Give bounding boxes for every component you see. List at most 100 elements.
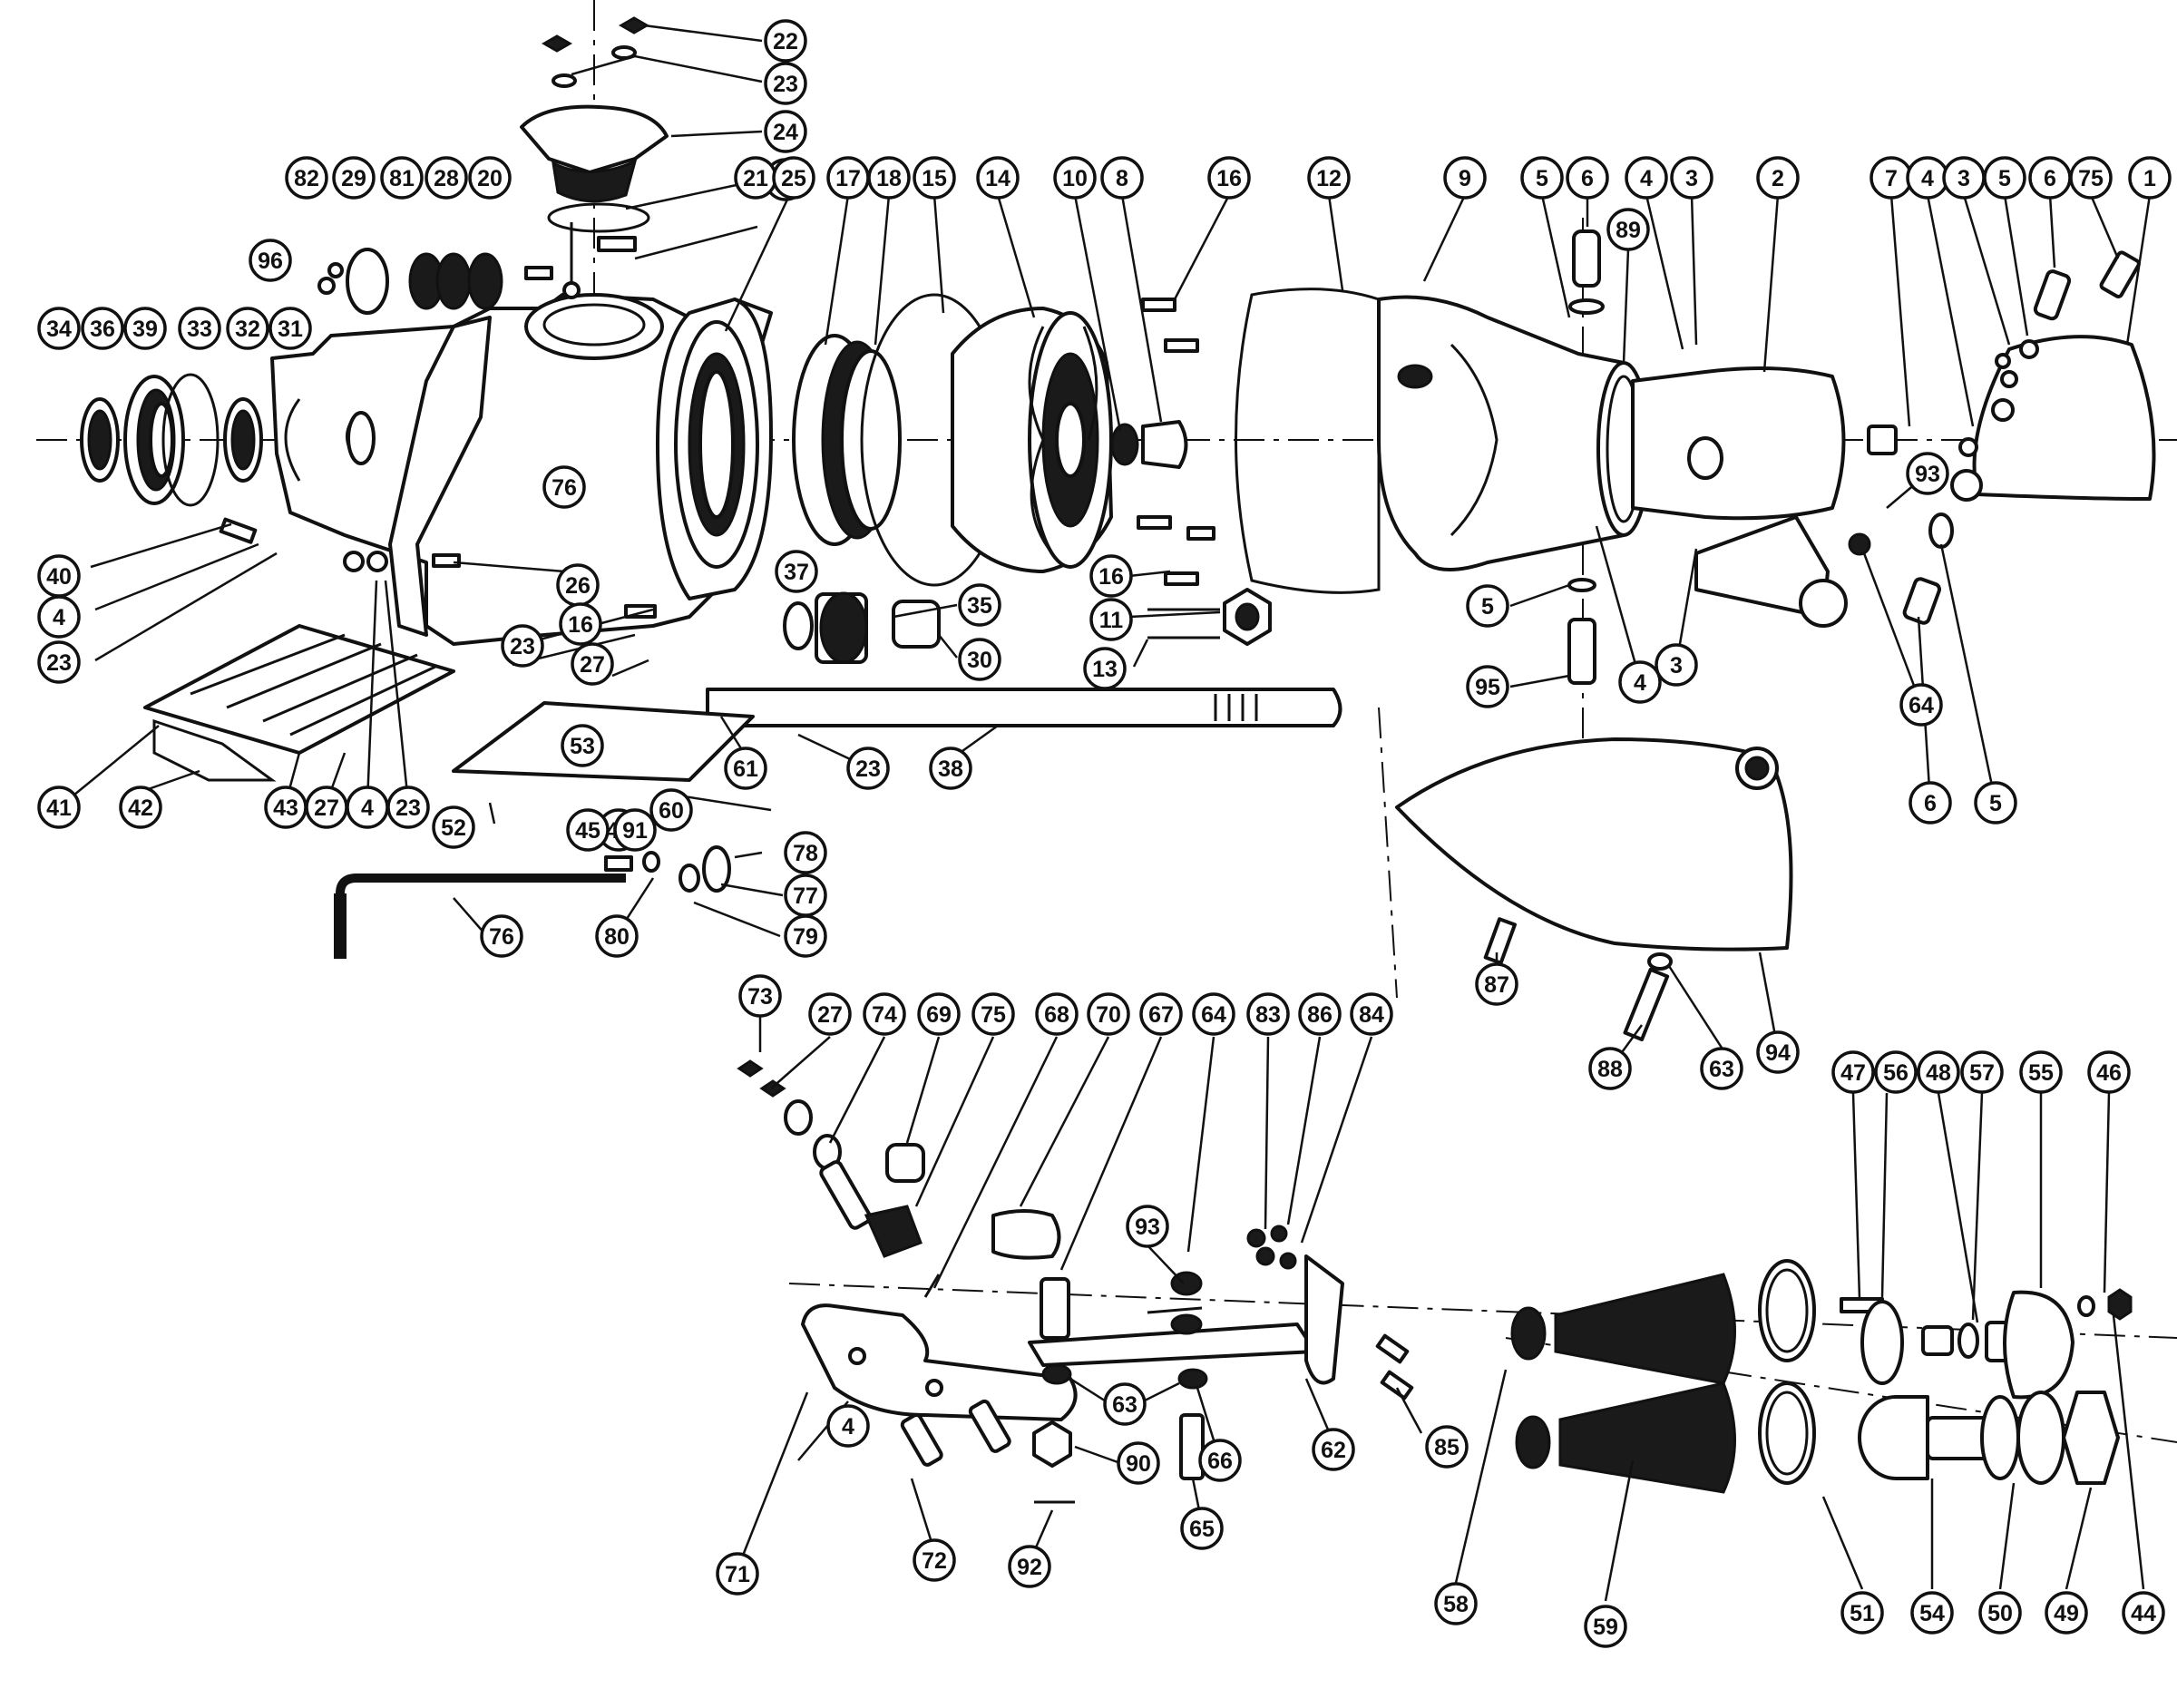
callout-81: 81 [380,156,424,200]
callout-circle [561,724,604,767]
callout-circle [1606,208,1650,251]
callout-41: 41 [37,786,81,829]
callout-85: 85 [1425,1425,1469,1469]
upper-gear-stack [317,248,503,315]
jet-housing-group [1235,229,2156,1041]
callout-circle [1180,1507,1224,1550]
callout-circle [1083,647,1127,690]
callout-circle [1899,683,1943,727]
callout-number: 25 [781,166,806,191]
callout-circle [1909,781,1952,825]
callout-number: 36 [90,317,115,342]
callout-number: 83 [1255,1002,1281,1028]
callout-83: 83 [1246,992,1290,1036]
callout-number: 85 [1434,1435,1459,1460]
callout-number: 38 [938,756,963,782]
callout-11: 11 [1089,598,1133,641]
side-frame-plate [388,316,492,637]
callout-circle [1207,156,1251,200]
callout-number: 34 [46,317,72,342]
callout-84: 84 [1350,992,1393,1036]
callout-number: 61 [733,756,758,782]
callout-circle [501,624,544,668]
callout-20: 20 [468,156,512,200]
callout-number: 80 [604,924,630,950]
callout-circle [775,550,818,593]
callout-circle [1475,962,1518,1006]
callout-number: 6 [1581,166,1594,191]
callout-34: 34 [37,307,81,350]
callout-75: 75 [971,992,1015,1036]
callout-circle [468,156,512,200]
callout-number: 75 [981,1002,1006,1028]
callout-circle [1625,156,1668,200]
callout-number: 42 [128,795,153,821]
callout-42: 42 [119,786,162,829]
callout-circle [1192,992,1235,1036]
callout-circle [1307,156,1351,200]
callout-number: 4 [53,605,65,630]
callout-32: 32 [226,307,269,350]
callout-circle [1670,156,1713,200]
callout-6: 6 [1909,781,1952,825]
callout-63: 63 [1700,1047,1743,1090]
callout-number: 23 [773,72,798,97]
callout-circle [863,992,906,1036]
callout-27: 27 [571,642,614,686]
callout-number: 54 [1919,1601,1945,1626]
pump-bowl-outline [1235,288,1381,594]
callout-circle [2122,1591,2165,1635]
callout-number: 30 [967,648,992,673]
callout-86: 86 [1298,992,1342,1036]
callout-number: 1 [2143,166,2156,191]
callout-number: 5 [1536,166,1548,191]
callout-77: 77 [784,874,827,917]
callout-number: 63 [1709,1057,1734,1082]
callout-49: 49 [2045,1591,2088,1635]
callout-67: 67 [1139,992,1183,1036]
callout-87: 87 [1475,962,1518,1006]
callout-number: 52 [441,815,466,841]
callout-circle [1246,992,1290,1036]
callout-circle [1960,1050,2004,1094]
callout-12: 12 [1307,156,1351,200]
callout-number: 13 [1092,657,1118,682]
callout-number: 90 [1126,1451,1151,1477]
callout-74: 74 [863,992,906,1036]
callout-number: 81 [389,166,415,191]
callout-number: 6 [1924,791,1937,816]
callout-number: 58 [1443,1592,1469,1617]
callout-4: 4 [1618,660,1662,704]
callout-number: 75 [2078,166,2104,191]
callout-circle [784,831,827,874]
callout-number: 27 [580,652,605,678]
callout-14: 14 [976,156,1020,200]
steering-nozzle [1631,366,1846,521]
callout-76: 76 [480,914,523,958]
callout-39: 39 [123,307,167,350]
left-bearing-stack [80,373,263,507]
callout-circle [1831,1050,1875,1094]
callout-66: 66 [1198,1439,1242,1482]
callout-88: 88 [1588,1047,1632,1090]
callout-circle [764,110,807,153]
callout-15: 15 [913,156,956,200]
callout-circle [826,1404,870,1448]
callout-23: 23 [386,786,430,829]
callout-number: 48 [1926,1060,1951,1086]
callout-number: 12 [1316,166,1342,191]
callout-circle [1983,156,2026,200]
callout-number: 23 [46,650,72,676]
callout-number: 11 [1099,608,1124,633]
callout-number: 79 [793,924,818,950]
callout-76: 76 [542,465,586,509]
callout-circle [808,992,852,1036]
callout-4: 4 [1625,156,1668,200]
callout-54: 54 [1910,1591,1954,1635]
callout-57: 57 [1960,1050,2004,1094]
callout-circle [1910,1591,1954,1635]
callout-number: 23 [395,795,421,821]
callout-circle [1756,1030,1800,1074]
callout-95: 95 [1466,665,1509,708]
